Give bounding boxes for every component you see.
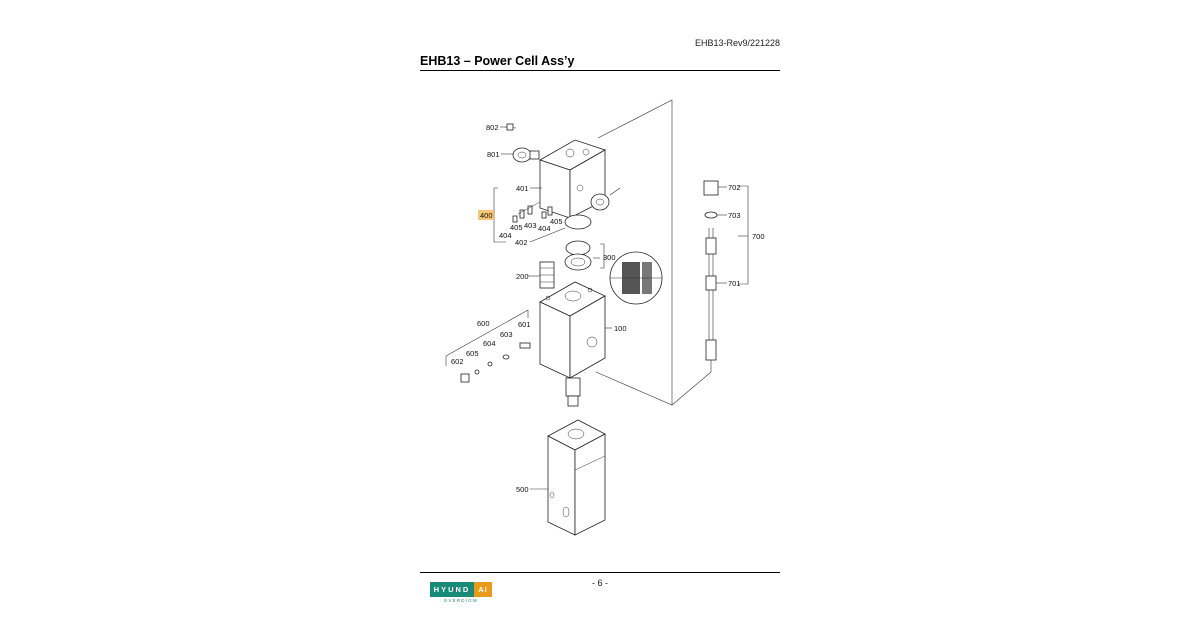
- detail-view-circle: [609, 251, 663, 305]
- label-602: 602: [451, 357, 464, 366]
- page-number: - 6 -: [591, 578, 608, 588]
- part-200-piston: [539, 261, 555, 289]
- part-801-fitting: [512, 147, 540, 163]
- part-401-block: [539, 139, 606, 219]
- document-code: EHB13-Rev9/221228: [694, 38, 780, 48]
- label-403: 403: [524, 221, 537, 230]
- assembly-bracket-outline: [595, 99, 673, 406]
- logo-accent-text: AI: [474, 582, 492, 597]
- label-400: 400: [480, 211, 493, 220]
- header-rule: [420, 70, 780, 71]
- label-402: 402: [515, 238, 528, 247]
- label-603: 603: [500, 330, 513, 339]
- label-200: 200: [516, 272, 529, 281]
- label-701: 701: [728, 279, 741, 288]
- part-802-screw: [504, 123, 517, 131]
- page-title: EHB13 – Power Cell Ass’y: [420, 54, 575, 68]
- logo-main-text: HYUND: [430, 582, 474, 597]
- logo-subtext: EVERDIGM: [444, 598, 478, 603]
- label-400-highlight: [478, 210, 493, 220]
- label-605: 605: [466, 349, 479, 358]
- label-702: 702: [728, 183, 741, 192]
- label-703: 703: [728, 211, 741, 220]
- label-801: 801: [487, 150, 500, 159]
- small-screws-group: [512, 201, 553, 223]
- leader-lines: [493, 126, 748, 490]
- label-405-b: 405: [550, 217, 563, 226]
- label-404-b: 404: [538, 224, 551, 233]
- logo-wordmark: HYUND AI: [430, 582, 492, 597]
- footer-rule: [420, 572, 780, 573]
- part-300-seals: [564, 240, 592, 271]
- label-401: 401: [516, 184, 529, 193]
- hyundai-everdigm-logo: HYUND AI EVERDIGM: [430, 582, 492, 603]
- label-500: 500: [516, 485, 529, 494]
- label-700: 700: [752, 232, 765, 241]
- label-300: 300: [603, 253, 616, 262]
- label-404-a: 404: [499, 231, 512, 240]
- label-802: 802: [486, 123, 499, 132]
- part-402-oring: [564, 214, 592, 230]
- part-600-fittings: [445, 309, 531, 383]
- part-100-body: [539, 281, 606, 407]
- part-500-lower-body: [547, 419, 606, 536]
- side-fitting: [590, 187, 621, 211]
- label-601: 601: [518, 320, 531, 329]
- label-405-a: 405: [510, 223, 523, 232]
- label-600: 600: [477, 319, 490, 328]
- label-100: 100: [614, 324, 627, 333]
- part-700-hose: [671, 180, 749, 406]
- label-604: 604: [483, 339, 496, 348]
